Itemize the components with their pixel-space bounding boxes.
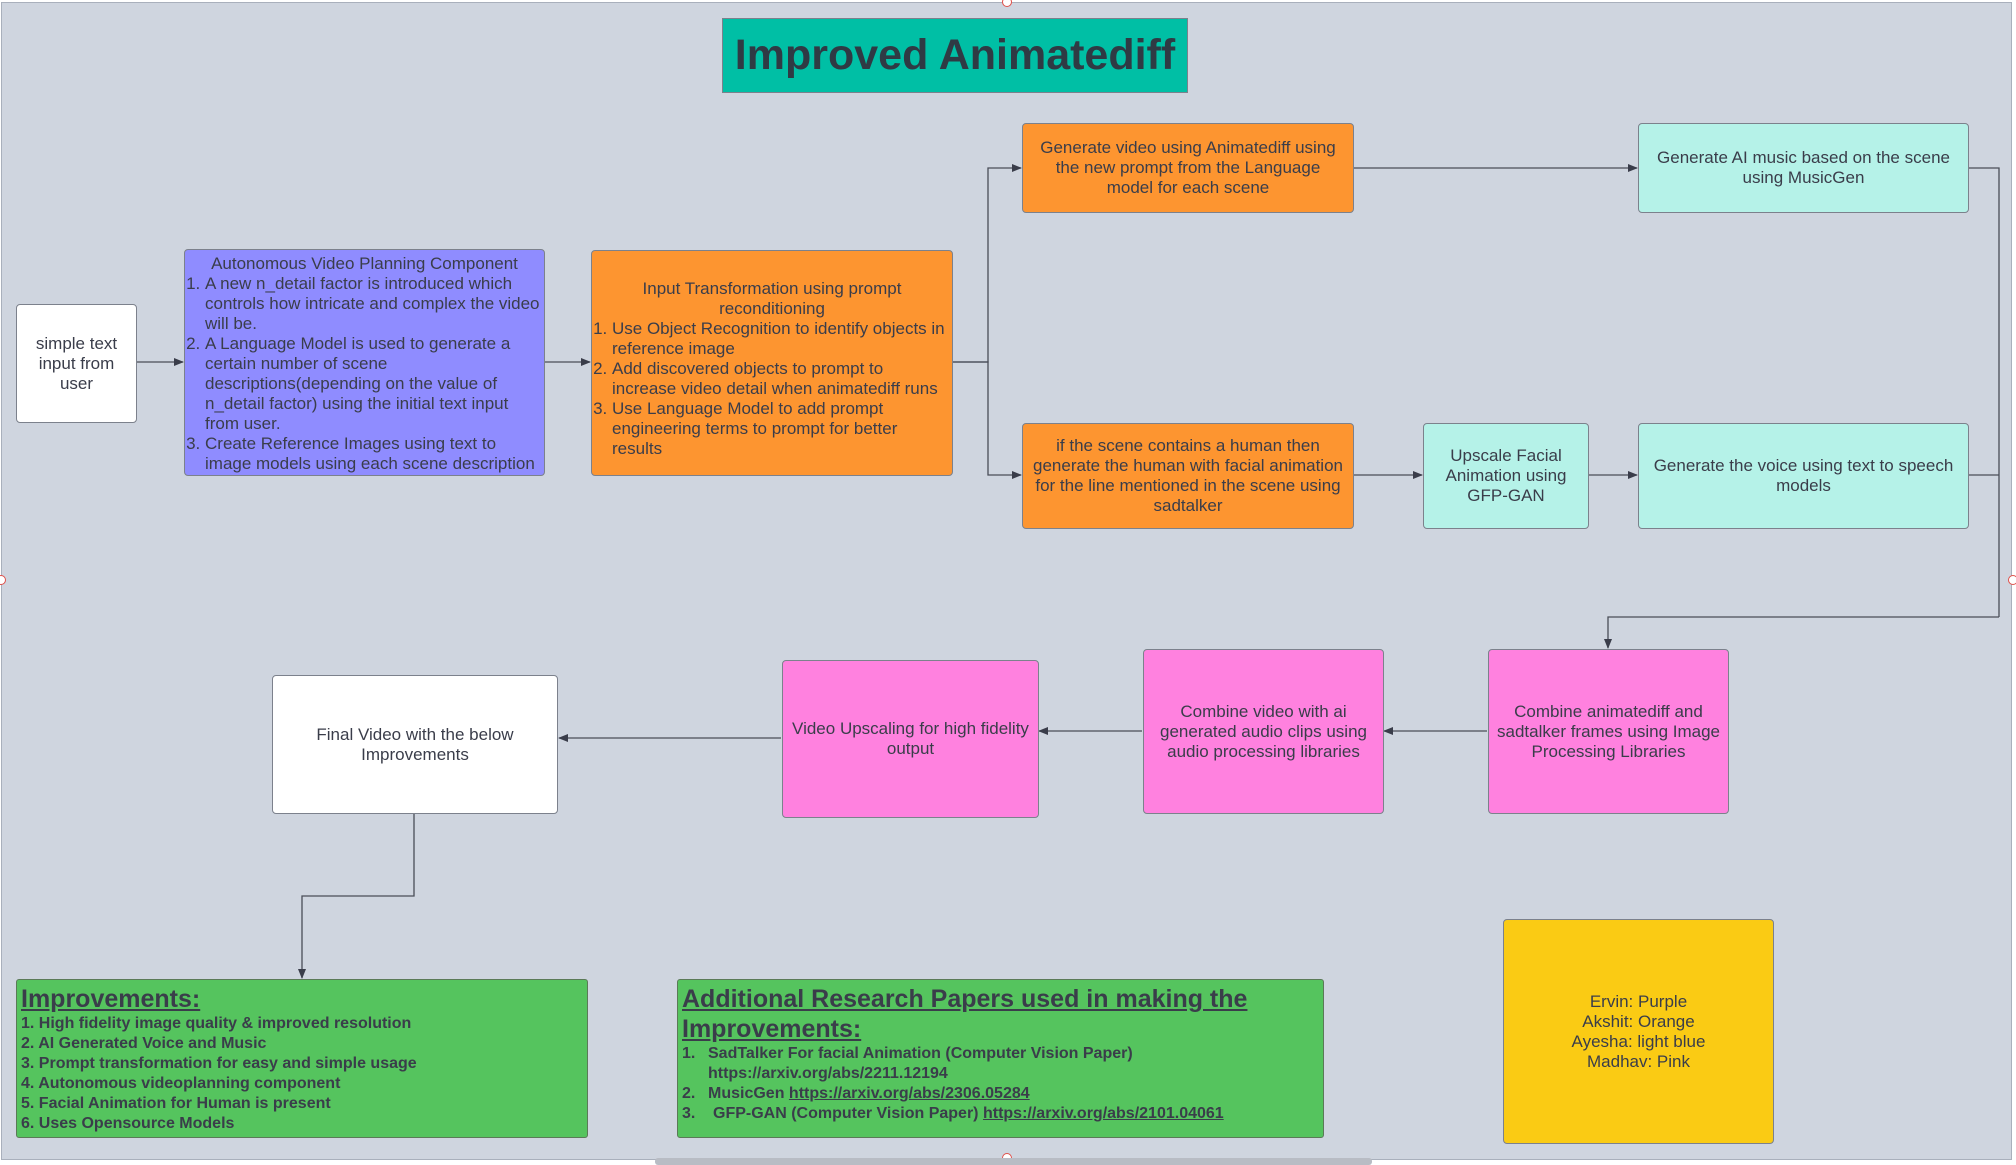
node-video-planning[interactable]: Autonomous Video Planning Component A ne…: [184, 249, 545, 476]
node-generate-video[interactable]: Generate video using Animatediff using t…: [1022, 123, 1354, 213]
paper-number: 3.: [682, 1105, 696, 1122]
node-video-upscaling[interactable]: Video Upscaling for high fidelity output: [782, 660, 1039, 818]
paper-item: 1. SadTalker For facial Animation (Compu…: [682, 1044, 1319, 1084]
paper-item-text: MusicGen https://arxiv.org/abs/2306.0528…: [708, 1084, 1030, 1104]
node-upscale-facial[interactable]: Upscale Facial Animation using GFP-GAN: [1423, 423, 1589, 529]
paper-item: 2. MusicGen https://arxiv.org/abs/2306.0…: [682, 1084, 1319, 1104]
paper-item-text: GFP-GAN (Computer Vision Paper) https://…: [713, 1104, 1224, 1124]
improvement-item: 5. Facial Animation for Human is present: [21, 1095, 331, 1112]
node-final-video[interactable]: Final Video with the below Improvements: [272, 675, 558, 814]
resize-handle-top[interactable]: [1002, 0, 1012, 7]
paper-item: 3. GFP-GAN (Computer Vision Paper) https…: [682, 1104, 1319, 1124]
node-combine-frames[interactable]: Combine animatediff and sadtalker frames…: [1488, 649, 1729, 814]
node-generate-video-label: Generate video using Animatediff using t…: [1040, 138, 1336, 197]
paper-item-text: SadTalker For facial Animation (Computer…: [708, 1044, 1133, 1084]
legend-entry: Ervin: Purple: [1589, 991, 1688, 1011]
node-combine-frames-label: Combine animatediff and sadtalker frames…: [1497, 701, 1720, 761]
improvements-heading: Improvements:: [21, 985, 201, 1013]
node-combine-audio[interactable]: Combine video with ai generated audio cl…: [1143, 649, 1384, 814]
list-item: Create Reference Images using text to im…: [205, 434, 540, 474]
color-legend[interactable]: Ervin: Purple Akshit: Orange Ayesha: lig…: [1503, 919, 1774, 1144]
node-upscale-facial-label: Upscale Facial Animation using GFP-GAN: [1445, 446, 1567, 505]
legend-entry: Madhav: Pink: [1587, 1051, 1690, 1071]
list-item: A new n_detail factor is introduced whic…: [205, 274, 540, 334]
paper-number: 2.: [682, 1085, 696, 1102]
list-item: A Language Model is used to generate a c…: [205, 334, 540, 434]
node-video-planning-heading: Autonomous Video Planning Component: [211, 253, 518, 273]
node-input-transformation[interactable]: Input Transformation using prompt recond…: [591, 250, 953, 476]
improvement-item: 3. Prompt transformation for easy and si…: [21, 1055, 417, 1072]
node-human-sadtalker-label: if the scene contains a human then gener…: [1033, 436, 1343, 515]
node-voice-tts-label: Generate the voice using text to speech …: [1653, 456, 1954, 495]
node-video-planning-list: A new n_detail factor is introduced whic…: [189, 274, 540, 474]
resize-handle-left[interactable]: [0, 575, 6, 585]
node-ai-music-label: Generate AI music based on the scene usi…: [1657, 148, 1950, 187]
paper-title: SadTalker For facial Animation (Computer…: [708, 1045, 1133, 1062]
horizontal-scrollbar[interactable]: [655, 1158, 1372, 1165]
paper-link[interactable]: https://arxiv.org/abs/2211.12194: [708, 1065, 948, 1082]
node-video-upscaling-label: Video Upscaling for high fidelity output: [792, 719, 1029, 758]
paper-number: 1.: [682, 1045, 696, 1062]
paper-title: GFP-GAN (Computer Vision Paper): [713, 1105, 979, 1122]
diagram-title[interactable]: Improved Animatediff: [722, 18, 1188, 93]
paper-link[interactable]: https://arxiv.org/abs/2306.05284: [788, 1085, 1030, 1102]
node-voice-tts[interactable]: Generate the voice using text to speech …: [1638, 423, 1969, 529]
improvement-item: 2. AI Generated Voice and Music: [21, 1035, 267, 1052]
node-human-sadtalker[interactable]: if the scene contains a human then gener…: [1022, 423, 1354, 529]
node-input-transformation-heading: Input Transformation using prompt recond…: [642, 279, 902, 318]
list-item: Use Object Recognition to identify objec…: [612, 319, 948, 359]
resize-handle-right[interactable]: [2008, 575, 2016, 585]
research-papers-heading: Additional Research Papers used in makin…: [682, 985, 1248, 1043]
node-input-transformation-list: Use Object Recognition to identify objec…: [596, 319, 948, 459]
list-item: Add discovered objects to prompt to incr…: [612, 359, 948, 399]
research-papers-panel[interactable]: Additional Research Papers used in makin…: [677, 979, 1324, 1138]
paper-title: MusicGen: [708, 1085, 785, 1102]
node-combine-audio-label: Combine video with ai generated audio cl…: [1160, 701, 1367, 761]
node-text-input[interactable]: simple text input from user: [16, 304, 137, 423]
legend-entry: Ayesha: light blue: [1571, 1031, 1706, 1051]
improvement-item: 4. Autonomous videoplanning component: [21, 1075, 341, 1092]
list-item: Use Language Model to add prompt enginee…: [612, 399, 948, 459]
paper-link[interactable]: https://arxiv.org/abs/2101.04061: [982, 1105, 1224, 1122]
node-final-video-label: Final Video with the below Improvements: [316, 724, 514, 764]
legend-entry: Akshit: Orange: [1582, 1011, 1695, 1031]
improvement-item: 6. Uses Opensource Models: [21, 1115, 235, 1132]
improvements-panel[interactable]: Improvements: 1. High fidelity image qua…: [16, 979, 588, 1138]
node-text-input-label: simple text input from user: [35, 333, 118, 393]
improvement-item: 1. High fidelity image quality & improve…: [21, 1015, 412, 1032]
node-ai-music[interactable]: Generate AI music based on the scene usi…: [1638, 123, 1969, 213]
